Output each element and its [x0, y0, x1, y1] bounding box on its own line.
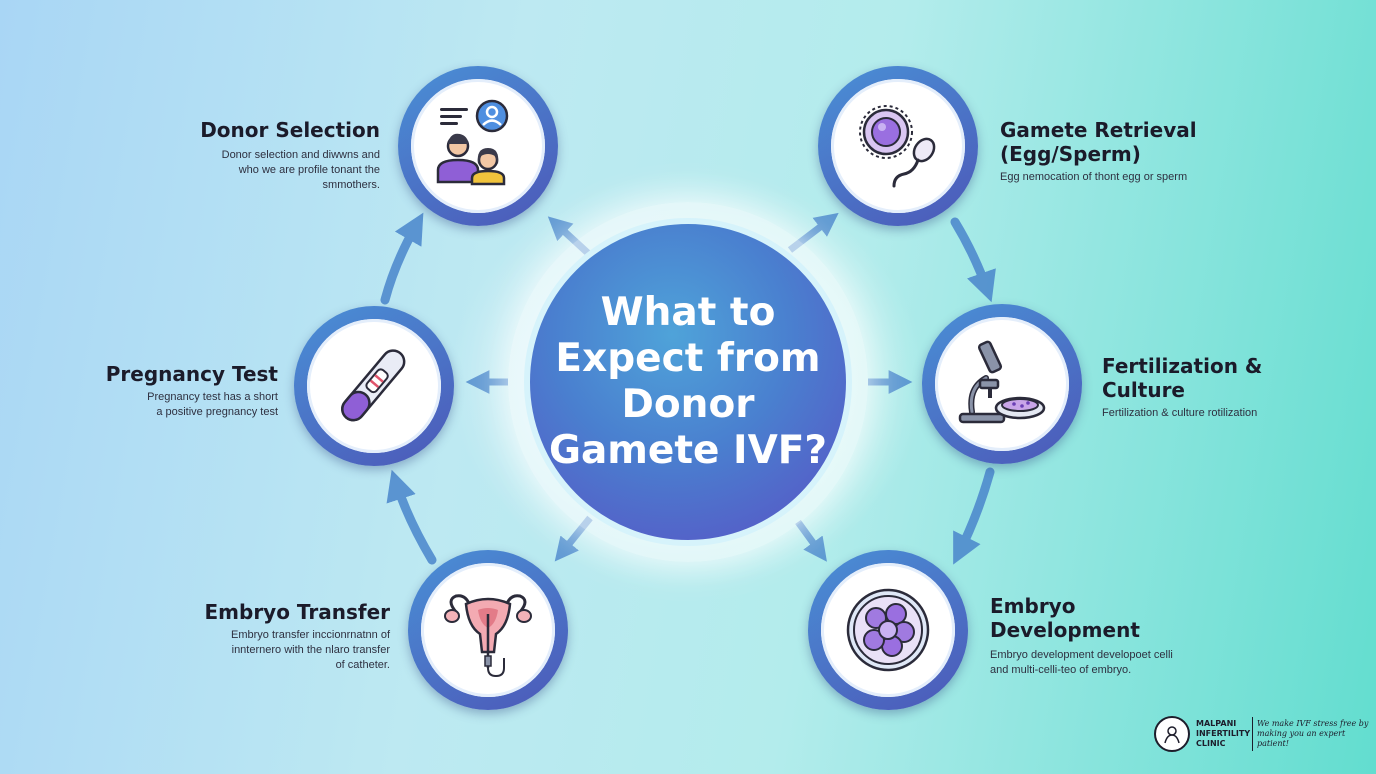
- step-label-embryo-development: Embryo Development Embryo development de…: [990, 594, 1200, 678]
- step-description: Fertilization & culture rotilization: [1102, 407, 1258, 419]
- microscope-petri-dish-icon: [958, 340, 1046, 424]
- step-description: Embryo transfer inccionrnatnn of inntern…: [231, 629, 390, 671]
- step-title: Embryo Development: [990, 594, 1140, 642]
- pregnancy-test-icon: [341, 349, 406, 422]
- step-description: Egg nemocation of thont egg or sperm: [1000, 171, 1188, 183]
- arrow-selection-to-retrieval: [570, 87, 805, 108]
- step-title: Gamete Retrieval (Egg/Sperm): [1000, 118, 1197, 166]
- donor-couple-profile-icon: [436, 99, 509, 186]
- diagram-title: What to Expect from Donor Gamete IVF?: [548, 290, 828, 473]
- arrow-center-to-development: [795, 519, 827, 562]
- step-label-donor-selection: Donor Selection Donor selection and diww…: [174, 118, 380, 193]
- step-node-pregnancy-test: [294, 306, 454, 466]
- step-description: Embryo development developoet celli and …: [990, 649, 1173, 676]
- step-title: Fertilization & Culture: [1102, 354, 1263, 402]
- step-description: Pregnancy test has a short a positive pr…: [147, 391, 278, 418]
- clinic-tagline: We make IVF stress free by making you an…: [1257, 719, 1369, 748]
- step-title: Donor Selection: [200, 118, 380, 142]
- egg-sperm-icon: [859, 105, 936, 188]
- clinic-logo-icon: [1154, 716, 1190, 752]
- clinic-brand: MALPANI INFERTILITY CLINIC We make IVF s…: [1154, 714, 1375, 754]
- uterus-catheter-icon: [444, 594, 532, 678]
- step-title: Embryo Transfer: [204, 600, 391, 624]
- step-node-embryo-development: [808, 550, 968, 710]
- brand-divider: [1252, 717, 1253, 751]
- arrow-fertilization-to-development: [953, 467, 995, 565]
- step-node-embryo-transfer: [408, 550, 568, 710]
- arrow-retrieval-to-fertilization: [950, 217, 996, 303]
- clinic-name: MALPANI INFERTILITY CLINIC: [1196, 719, 1251, 748]
- step-title: Pregnancy Test: [105, 362, 278, 386]
- step-label-embryo-transfer: Embryo Transfer Embryo transfer inccionr…: [200, 600, 391, 673]
- arrow-pregnancy-to-selection: [380, 212, 424, 305]
- step-label-fertilization: Fertilization & Culture Fertilization & …: [1102, 354, 1302, 421]
- step-label-pregnancy-test: Pregnancy Test Pregnancy test has a shor…: [100, 362, 278, 420]
- step-node-donor-selection: [398, 66, 558, 226]
- center-circle: What to Expect from Donor Gamete IVF?: [524, 218, 852, 546]
- arrow-transfer-to-pregnancy: [386, 469, 437, 565]
- step-node-fertilization: [922, 304, 1082, 464]
- step-label-gamete-retrieval: Gamete Retrieval (Egg/Sperm) Egg nemocat…: [1000, 118, 1220, 185]
- step-description: Donor selection and diwwns and who we ar…: [221, 149, 380, 191]
- embryo-cells-icon: [846, 588, 930, 672]
- step-node-gamete-retrieval: [818, 66, 978, 226]
